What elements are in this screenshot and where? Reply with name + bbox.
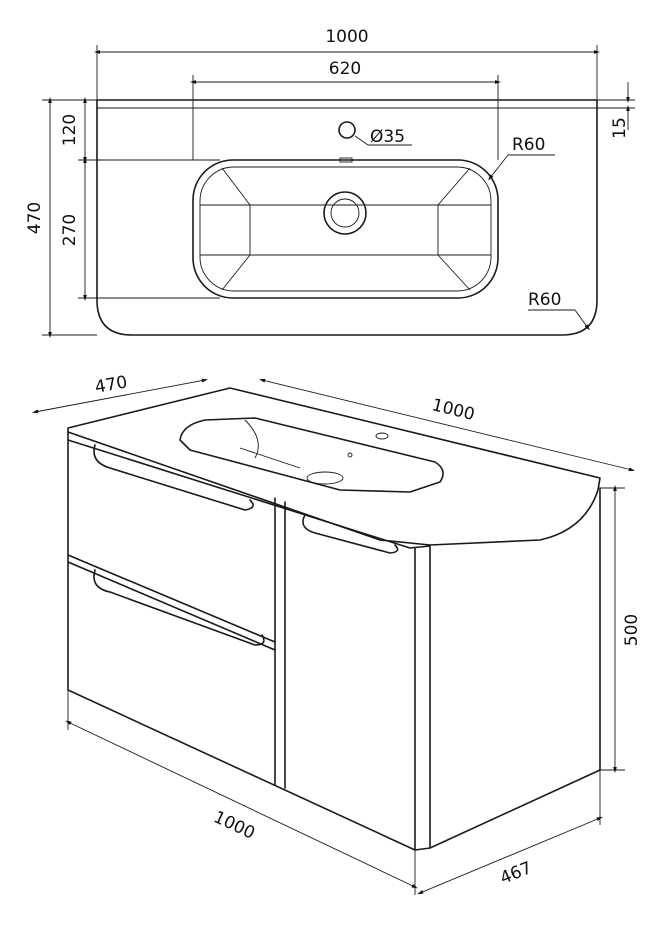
basin-radius-label: R60 [512, 135, 545, 155]
drawer1-handle [93, 444, 254, 511]
sink-drain [306, 471, 344, 485]
dim-thickness-15: 15 [610, 117, 630, 139]
dim-basin-width-620: 620 [329, 59, 361, 79]
isometric-view: 470 1000 500 1000 467 [31, 372, 642, 895]
basin-outline [192, 159, 499, 299]
dim-iso-width-line [258, 378, 636, 472]
faucet-hole [338, 121, 356, 139]
dim-height-500: 500 [622, 614, 642, 646]
drawer-divider [67, 554, 276, 643]
faucet-hole-label: Ø35 [370, 127, 405, 147]
drain-outer [323, 191, 367, 235]
iso-overflow [347, 452, 353, 458]
dim-basin-depth-270: 270 [60, 214, 80, 246]
dim-cabinet-depth-line [417, 816, 603, 895]
dim-back-120: 120 [60, 114, 80, 146]
dim-cabinet-width-line [65, 720, 418, 889]
countertop-outline [96, 99, 598, 336]
cabinet-front [67, 439, 416, 851]
top-view: 1000 620 470 120 270 15 Ø35 R60 R60 [25, 27, 635, 339]
dim-cabinet-width-1000: 1000 [210, 807, 258, 843]
sink-bowl [179, 417, 444, 493]
countertop-top [67, 387, 601, 546]
dim-width-1000: 1000 [325, 27, 368, 47]
dim-iso-depth-line [31, 378, 209, 414]
basin-inner-rim [199, 166, 492, 292]
corner-radius-label: R60 [528, 290, 561, 310]
drain-inner [330, 198, 360, 228]
iso-faucet-hole [375, 432, 389, 440]
cabinet-side [429, 487, 601, 849]
countertop-front-edge [67, 431, 431, 549]
dim-iso-width-1000: 1000 [430, 395, 477, 425]
drawer2-handle [93, 569, 265, 646]
dim-iso-depth-470: 470 [93, 372, 128, 397]
door-handle [302, 514, 399, 554]
basin-bottom [200, 167, 491, 291]
dim-cabinet-depth-467: 467 [497, 858, 535, 889]
overflow-slot [339, 157, 353, 163]
dim-depth-470: 470 [25, 202, 45, 234]
